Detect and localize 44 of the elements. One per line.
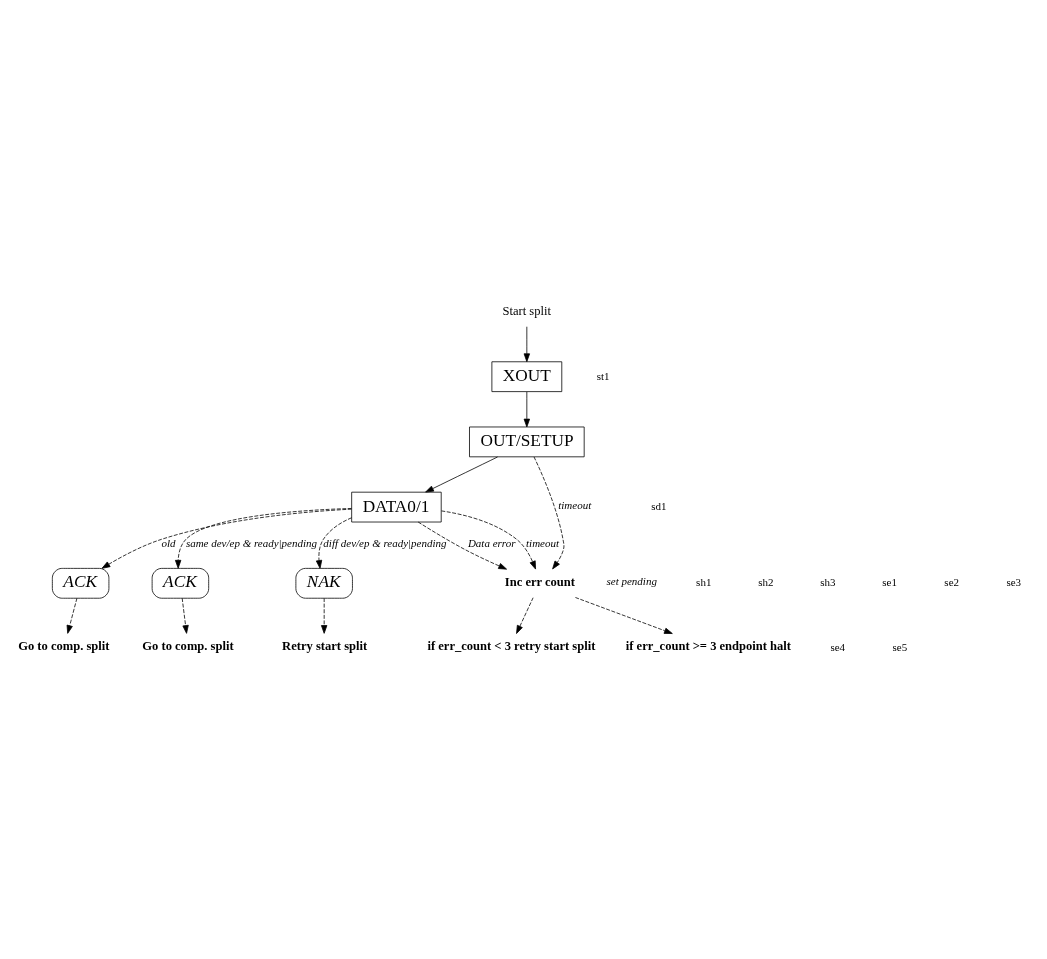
edge-label: Data error bbox=[467, 536, 516, 549]
arrow bbox=[101, 508, 352, 569]
label: sh3 bbox=[820, 575, 836, 588]
arrow bbox=[441, 510, 536, 569]
arrow bbox=[315, 516, 352, 569]
label: sh2 bbox=[758, 575, 774, 588]
label: sh1 bbox=[696, 575, 712, 588]
node-box: ACK bbox=[51, 567, 110, 599]
arrow bbox=[66, 597, 78, 634]
arrow bbox=[575, 596, 673, 634]
node-text: Go to comp. split bbox=[18, 638, 110, 653]
label: se5 bbox=[892, 640, 908, 653]
node-text: Start split bbox=[502, 303, 551, 318]
label: se1 bbox=[882, 575, 897, 588]
edge-label: diff dev/ep & ready|pending bbox=[323, 536, 447, 549]
node-text: Inc err count bbox=[504, 574, 576, 588]
arrow bbox=[425, 456, 498, 492]
label: se4 bbox=[830, 640, 846, 653]
edge-label: timeout bbox=[558, 498, 592, 511]
arrow bbox=[321, 597, 328, 634]
edge-label: old bbox=[161, 536, 176, 549]
arrow bbox=[175, 507, 352, 569]
arrow bbox=[533, 456, 565, 569]
node-text: if err_count < 3 retry start split bbox=[427, 638, 596, 653]
node-text: Retry start split bbox=[282, 638, 368, 653]
arrow bbox=[523, 325, 530, 362]
label: se2 bbox=[944, 575, 960, 588]
label: set pending bbox=[606, 574, 657, 587]
node-box: DATA0/1 bbox=[351, 491, 442, 522]
label: se3 bbox=[1006, 575, 1022, 588]
node-box: XOUT bbox=[491, 360, 563, 392]
label: sd1 bbox=[651, 499, 667, 512]
node-box: NAK bbox=[295, 567, 353, 599]
node-box: ACK bbox=[151, 567, 210, 599]
arrow bbox=[516, 596, 534, 634]
edge-label: timeout bbox=[526, 536, 560, 549]
node-text: Go to comp. split bbox=[142, 638, 234, 653]
node-text: if err_count >= 3 endpoint halt bbox=[625, 638, 792, 653]
label: st1 bbox=[596, 369, 610, 382]
edge-label: same dev/ep & ready|pending bbox=[185, 536, 317, 549]
arrow bbox=[181, 597, 189, 634]
node-box: OUT/SETUP bbox=[469, 426, 585, 457]
arrow bbox=[523, 391, 530, 427]
arrow bbox=[417, 521, 507, 570]
